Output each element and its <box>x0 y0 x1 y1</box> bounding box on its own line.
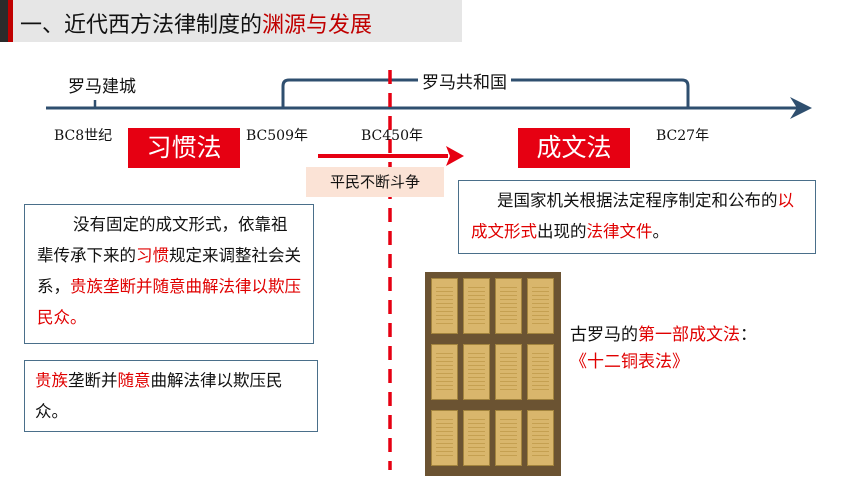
title-prefix: 一、近代西方法律制度的 <box>20 13 263 38</box>
written-desc-text-2: 出现的 <box>537 222 587 241</box>
summary-text-2: 曲解法律以欺压民众。 <box>35 371 283 421</box>
caption-highlight-1: 第一部成文法 <box>638 325 740 345</box>
year-bc8: BC8世纪 <box>54 128 113 144</box>
twelve-tables-image <box>425 272 561 476</box>
struggle-arrowhead <box>446 146 464 166</box>
year-bc450: BC450年 <box>361 128 423 144</box>
title-bar <box>0 0 462 42</box>
custom-desc-highlight-2: 贵族垄断并随意曲解法律以欺压民众。 <box>37 277 301 327</box>
custom-desc-text-2: 规定来调整社会关系， <box>37 246 301 296</box>
label-roman-republic: 罗马共和国 <box>418 68 511 93</box>
custom-desc-text-1: 没有固定的成文形式，依靠祖辈传承下来的 <box>37 215 288 265</box>
written-desc-highlight-2: 法律文件 <box>586 222 653 241</box>
caption-prefix: 古罗马的 <box>570 325 638 345</box>
struggle-label: 平民不断斗争 <box>306 167 444 197</box>
year-bc27: BC27年 <box>656 128 710 144</box>
written-desc-text-3: 。 <box>652 222 670 241</box>
written-law-description: 是国家机关根据法定程序制定和公布的以成文形式出现的法律文件。 <box>458 180 816 254</box>
written-desc-text-1: 是国家机关根据法定程序制定和公布的 <box>497 191 778 210</box>
written-desc-highlight-1: 以成文形式 <box>471 191 794 241</box>
summary-highlight-1: 贵族 <box>35 371 68 390</box>
caption-colon: ： <box>740 325 757 345</box>
summary-text-1: 垄断并 <box>68 371 118 390</box>
title-accent-red <box>8 0 13 42</box>
page-title: 一、近代西方法律制度的渊源与发展 <box>20 7 372 39</box>
caption-highlight-2: 《十二铜表法》 <box>570 352 689 372</box>
title-highlight: 渊源与发展 <box>262 13 373 38</box>
custom-law-label: 习惯法 <box>128 128 240 168</box>
written-law-label: 成文法 <box>518 128 630 168</box>
custom-desc-highlight-1: 习惯 <box>136 246 169 265</box>
title-accent <box>0 0 8 42</box>
custom-law-description: 没有固定的成文形式，依靠祖辈传承下来的习惯规定来调整社会关系，贵族垄断并随意曲解… <box>24 204 314 344</box>
timeline-arrowhead <box>790 97 812 119</box>
label-rome-founded: 罗马建城 <box>68 77 136 97</box>
summary-highlight-2: 随意 <box>117 371 151 390</box>
year-bc509: BC509年 <box>246 128 308 144</box>
summary-box: 贵族垄断并随意曲解法律以欺压民众。 <box>24 360 318 432</box>
twelve-tables-caption: 古罗马的第一部成文法： 《十二铜表法》 <box>570 322 757 376</box>
